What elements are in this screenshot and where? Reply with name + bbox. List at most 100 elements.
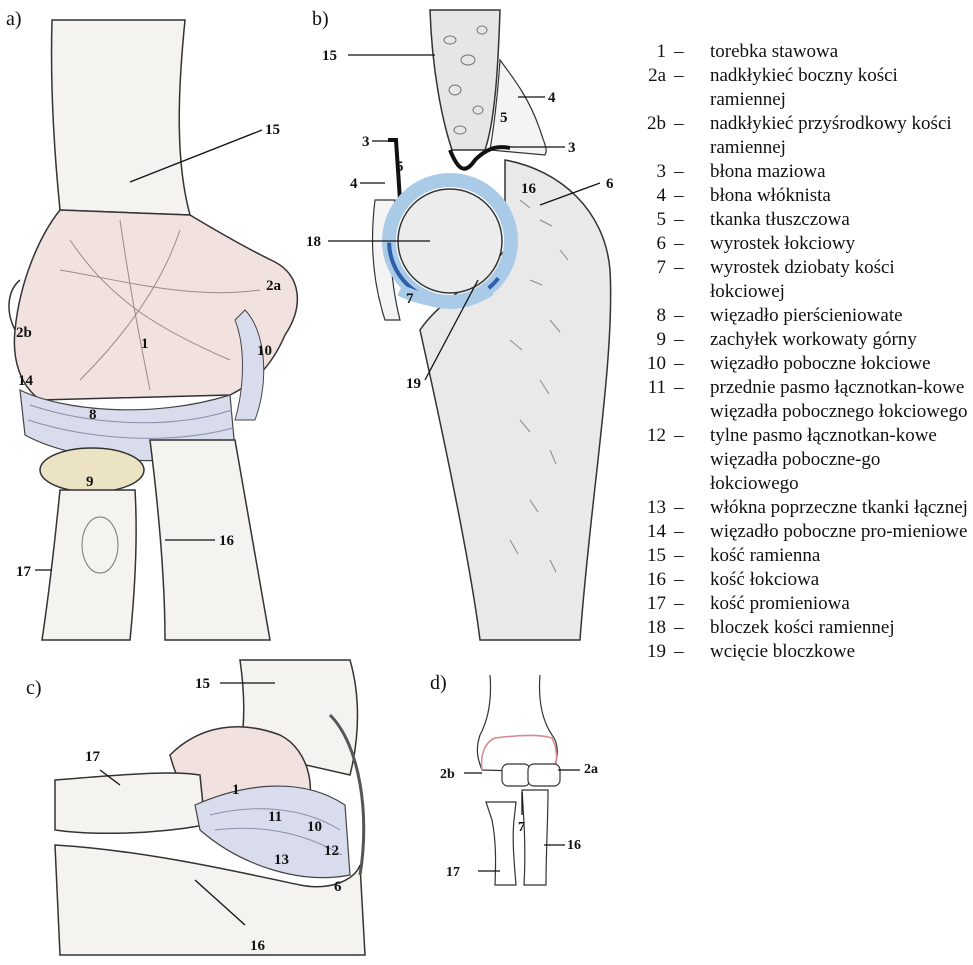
legend-dash: – bbox=[674, 304, 684, 328]
legend-number: 5 bbox=[628, 208, 666, 232]
legend-dash: – bbox=[674, 496, 684, 520]
legend-item: 9–zachyłek workowaty górny bbox=[628, 328, 973, 352]
legend-text: wyrostek łokciowy bbox=[710, 233, 855, 254]
legend-item: 3– błona maziowa bbox=[628, 160, 973, 184]
legend-number: 16 bbox=[628, 568, 666, 592]
callout-b-3-left: 3 bbox=[362, 134, 370, 150]
legend-number: 18 bbox=[628, 616, 666, 640]
legend-item: 7– wyrostek dziobaty kości łokciowej bbox=[628, 256, 973, 304]
legend-number: 15 bbox=[628, 544, 666, 568]
panel-b-illustration: 15 4 5 3 3 5 4 16 6 18 7 19 bbox=[300, 0, 620, 640]
callout-b-6: 6 bbox=[606, 176, 614, 192]
callout-d-2b: 2b bbox=[440, 767, 455, 782]
legend-item: 5–tkanka tłuszczowa bbox=[628, 208, 973, 232]
legend-dash: – bbox=[674, 592, 684, 616]
legend-number: 6 bbox=[628, 232, 666, 256]
callout-b-5-left: 5 bbox=[396, 159, 404, 175]
legend-item: 16– kość łokciowa bbox=[628, 568, 973, 592]
callout-c-17: 17 bbox=[85, 749, 101, 765]
panel-a: a) 15 2a 2b 1 10 14 8 9 bbox=[0, 0, 320, 640]
legend-text: tylne pasmo łącznotkan-kowe więzadła pob… bbox=[710, 425, 937, 494]
legend-dash: – bbox=[674, 112, 684, 136]
legend-text: kość ramienna bbox=[710, 545, 820, 566]
legend-text: włókna poprzeczne tkanki łącznej bbox=[710, 497, 968, 518]
legend-text: przednie pasmo łącznotkan-kowe więzadła … bbox=[710, 377, 967, 422]
callout-d-2a: 2a bbox=[584, 762, 598, 777]
legend-text: wyrostek dziobaty kości łokciowej bbox=[710, 257, 895, 302]
legend-dash: – bbox=[674, 232, 684, 256]
legend-number: 7 bbox=[628, 256, 666, 280]
legend-dash: – bbox=[674, 544, 684, 568]
legend-number: 8 bbox=[628, 304, 666, 328]
legend-dash: – bbox=[674, 160, 684, 184]
collateral-ligament-c bbox=[195, 786, 350, 878]
humerus-shaft bbox=[52, 20, 190, 215]
legend-dash: – bbox=[674, 256, 684, 280]
legend-item: 10–więzadło poboczne łokciowe bbox=[628, 352, 973, 376]
callout-a-10: 10 bbox=[257, 343, 272, 359]
legend-text: tkanka tłuszczowa bbox=[710, 209, 850, 230]
legend-dash: – bbox=[674, 376, 684, 400]
panel-d: d) 2b 2a 7 16 17 bbox=[420, 660, 620, 890]
callout-b-19: 19 bbox=[406, 376, 421, 392]
panel-c: c) 15 17 1 11 10 13 12 6 16 bbox=[0, 655, 380, 960]
callout-a-9: 9 bbox=[86, 474, 94, 490]
callout-d-16: 16 bbox=[567, 838, 581, 853]
legend-dash: – bbox=[674, 352, 684, 376]
legend-number: 10 bbox=[628, 352, 666, 376]
legend-dash: – bbox=[674, 64, 684, 88]
legend-text: torebka stawowa bbox=[710, 41, 838, 62]
callout-a-14: 14 bbox=[18, 373, 34, 389]
legend-text: błona maziowa bbox=[710, 161, 826, 182]
radius-bone bbox=[42, 490, 136, 640]
callout-a-1: 1 bbox=[141, 336, 149, 352]
legend-item: 14–więzadło poboczne pro-mieniowe bbox=[628, 520, 973, 544]
humerus-section bbox=[430, 10, 500, 150]
legend-item: 17–kość promieniowa bbox=[628, 592, 973, 616]
callout-b-4-left: 4 bbox=[350, 176, 358, 192]
callout-a-8: 8 bbox=[89, 407, 97, 423]
legend-number: 12 bbox=[628, 424, 666, 448]
callout-a-15: 15 bbox=[265, 122, 280, 138]
legend-text: nadkłykieć boczny kości ramiennej bbox=[710, 65, 898, 110]
legend-dash: – bbox=[674, 568, 684, 592]
legend-dash: – bbox=[674, 616, 684, 640]
legend-number: 14 bbox=[628, 520, 666, 544]
legend-item: 2a– nadkłykieć boczny kości ramiennej bbox=[628, 64, 973, 112]
panel-d-illustration: 2b 2a 7 16 17 bbox=[420, 660, 620, 890]
legend-item: 2b–nadkłykieć przyśrodkowy kości ramienn… bbox=[628, 112, 973, 160]
legend-number: 2a bbox=[628, 64, 666, 88]
legend-item: 12–tylne pasmo łącznotkan-kowe więzadła … bbox=[628, 424, 973, 496]
panel-a-illustration: 15 2a 2b 1 10 14 8 9 16 17 bbox=[0, 0, 320, 640]
legend-text: więzadło poboczne pro-mieniowe bbox=[710, 521, 967, 542]
legend-number: 1 bbox=[628, 40, 666, 64]
legend-number: 3 bbox=[628, 160, 666, 184]
callout-c-16: 16 bbox=[250, 938, 266, 954]
legend-dash: – bbox=[674, 640, 684, 664]
legend-item: 6– wyrostek łokciowy bbox=[628, 232, 973, 256]
legend-text: błona włóknista bbox=[710, 185, 831, 206]
legend-number: 9 bbox=[628, 328, 666, 352]
legend-text: więzadło pierścieniowate bbox=[710, 305, 903, 326]
callout-c-12: 12 bbox=[324, 843, 339, 859]
legend-text: kość łokciowa bbox=[710, 569, 819, 590]
legend-item: 19– wcięcie bloczkowe bbox=[628, 640, 973, 664]
callout-c-15: 15 bbox=[195, 676, 210, 692]
legend-number: 19 bbox=[628, 640, 666, 664]
callout-b-4-top: 4 bbox=[548, 90, 556, 106]
legend-number: 2b bbox=[628, 112, 666, 136]
legend-text: zachyłek workowaty górny bbox=[710, 329, 917, 350]
legend-text: bloczek kości ramiennej bbox=[710, 617, 895, 638]
legend-item: 8– więzadło pierścieniowate bbox=[628, 304, 973, 328]
legend-number: 11 bbox=[628, 376, 666, 400]
legend-item: 18– bloczek kości ramiennej bbox=[628, 616, 973, 640]
callout-d-7: 7 bbox=[518, 820, 525, 835]
callout-c-13: 13 bbox=[274, 852, 289, 868]
callout-a-17: 17 bbox=[16, 564, 32, 580]
callout-a-16: 16 bbox=[219, 533, 235, 549]
callout-b-5-top: 5 bbox=[500, 110, 508, 126]
legend-text: wcięcie bloczkowe bbox=[710, 641, 855, 662]
legend-text: kość promieniowa bbox=[710, 593, 850, 614]
panel-b: b) bbox=[300, 0, 620, 640]
callout-c-10: 10 bbox=[307, 819, 322, 835]
